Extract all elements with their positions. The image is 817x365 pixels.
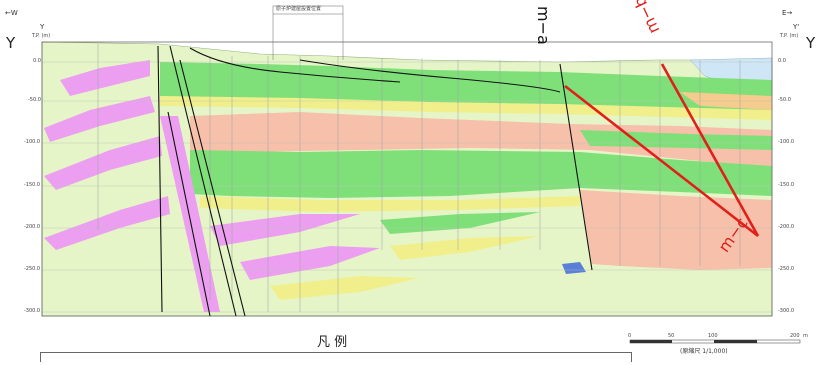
- scale-tick: 100: [708, 333, 718, 339]
- depth-tick-right: -250.0: [778, 266, 795, 272]
- magenta-lens-3: [44, 136, 162, 190]
- depth-tick-left: -100.0: [24, 139, 41, 145]
- depth-tick-right: 0.0: [778, 58, 786, 64]
- depth-tick-left: -200.0: [24, 224, 41, 230]
- red-faults: [564, 63, 760, 238]
- depth-tick-left: -300.0: [24, 308, 41, 314]
- depth-tick-right: -200.0: [778, 224, 795, 230]
- magenta-lens-6: [240, 246, 380, 280]
- yellow-lens-lower-1: [390, 236, 540, 260]
- blue-lens: [562, 262, 586, 274]
- scale-tick: 0: [628, 333, 632, 339]
- scale-unit: m: [803, 333, 808, 339]
- legend-title: 凡 例: [317, 335, 348, 350]
- depth-gridlines: [42, 61, 772, 313]
- depth-tick-left: -150.0: [24, 182, 41, 188]
- depth-tick-right: -300.0: [778, 308, 795, 314]
- depth-tick-left: 0.0: [33, 58, 41, 64]
- black-faults: [157, 45, 593, 317]
- magenta-lens-5: [210, 214, 360, 246]
- depth-tick-right: -100.0: [778, 139, 795, 145]
- reactor-building-label: 原子炉建屋設置位置: [276, 6, 322, 12]
- west-arrow-label: ←W: [5, 9, 18, 17]
- scale-tick: 50: [668, 333, 675, 339]
- reactor-building-box: [272, 5, 344, 15]
- section-end-right: Y: [806, 34, 816, 52]
- section-end-left-small: Y: [40, 23, 45, 31]
- magenta-lens-2: [44, 96, 155, 142]
- depth-tick-left: -250.0: [24, 266, 41, 272]
- yellow-stratum-mid: [200, 196, 580, 212]
- depth-tick-left: -50.0: [28, 97, 41, 103]
- scale-tick: 200: [790, 333, 800, 339]
- depth-tick-right: -150.0: [778, 182, 795, 188]
- legend-box: [40, 352, 632, 362]
- scale-bar: [629, 339, 801, 344]
- tp-label-right: T.P. (m): [780, 33, 799, 39]
- magenta-fault-zone: [160, 116, 220, 312]
- salmon-stratum-main: [190, 112, 772, 168]
- section-end-right-small: Y': [793, 23, 800, 31]
- magenta-lens-1: [60, 60, 150, 96]
- scale-ratio: (原縮尺 1/1,000): [680, 348, 728, 355]
- magenta-lens-4: [44, 196, 170, 250]
- depth-tick-right: -50.0: [778, 97, 791, 103]
- tp-label-left: T.P. (m): [32, 33, 51, 39]
- section-frame: [41, 41, 773, 317]
- east-arrow-label: E→: [782, 9, 793, 17]
- section-end-left: Y: [6, 34, 16, 52]
- borehole-lines: [97, 44, 741, 312]
- yellow-lens-lower-2: [270, 276, 420, 300]
- fault-label-m-a: m−a: [534, 6, 553, 45]
- yellow-stratum-upper: [160, 96, 772, 120]
